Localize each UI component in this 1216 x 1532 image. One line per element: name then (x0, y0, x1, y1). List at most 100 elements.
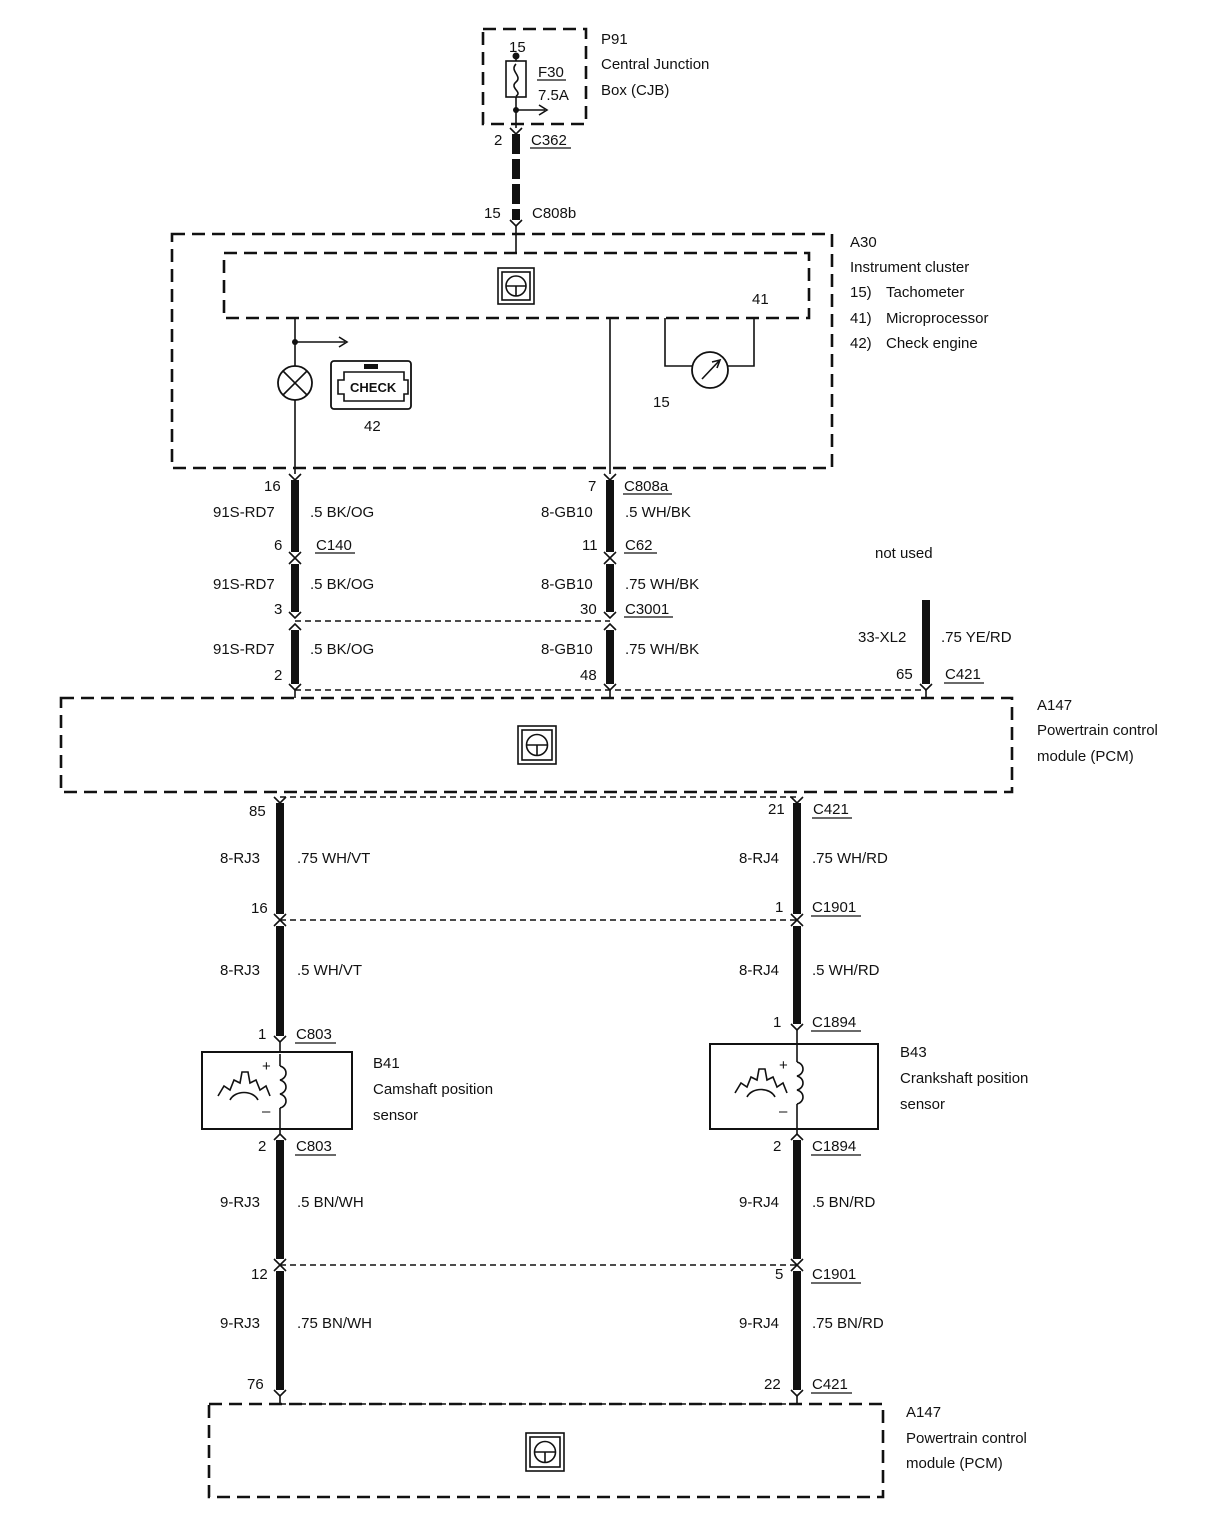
crank-circuit-1: 8-RJ4 (739, 850, 779, 867)
left-pin-2: 2 (274, 667, 282, 684)
cam-circuit-3: 9-RJ3 (220, 1194, 260, 1211)
connector-c1901-a: C1901 (812, 899, 856, 916)
cam-wire-3: .5 BN/WH (297, 1194, 364, 1211)
crank-plus-sign: + (779, 1057, 788, 1074)
cam-circuit-2: 8-RJ3 (220, 962, 260, 979)
check-engine-text: CHECK (350, 380, 397, 395)
cam-wire-2: .5 WH/VT (297, 962, 362, 979)
p91-name-line2: Box (CJB) (601, 82, 669, 99)
micro-ref: 41 (752, 291, 769, 308)
sensor-coil-icon (796, 1044, 804, 1128)
cam-pin-85: 85 (249, 803, 266, 820)
cam-pin-16: 16 (251, 900, 268, 917)
p91-id: P91 (601, 31, 628, 48)
crank-pin-1a: 1 (775, 899, 783, 916)
right-pin-65: 65 (896, 666, 913, 683)
connector-c421-bottom: C421 (812, 1376, 848, 1393)
not-used-note: not used (875, 545, 933, 562)
connector-c3001: C3001 (625, 601, 669, 618)
pcm-top-icon (517, 725, 557, 765)
b41-name1: Camshaft position (373, 1081, 493, 1098)
reluctor-wheel-icon (217, 1071, 271, 1101)
cam-wire-1: .75 WH/VT (297, 850, 370, 867)
fuse-icon (505, 60, 527, 98)
left-pin-3: 3 (274, 601, 282, 618)
left-pin-16: 16 (264, 478, 281, 495)
pcm-bottom-icon (525, 1432, 565, 1472)
pcm-top-id: A147 (1037, 697, 1072, 714)
left-circuit-3: 91S-RD7 (213, 641, 275, 658)
microprocessor-icon (497, 267, 535, 305)
cam-pin-76: 76 (247, 1376, 264, 1393)
crank-circuit-3: 9-RJ4 (739, 1194, 779, 1211)
p91-central-junction-box: 15 F30 7.5A P91 Central Junction Box (CJ… (481, 27, 709, 128)
b41-id: B41 (373, 1055, 400, 1072)
legend-num-3: 42) (850, 335, 872, 352)
c808b-connector: C808b (532, 205, 576, 222)
left-circuit-2: 91S-RD7 (213, 576, 275, 593)
a147-pcm-bottom: A147 Powertrain control module (PCM) (207, 1402, 1027, 1499)
fuse-rating: 7.5A (538, 87, 569, 104)
left-wire-1: .5 BK/OG (310, 504, 374, 521)
legend-label-2: Microprocessor (886, 310, 989, 327)
b41-camshaft-sensor: + – B41 Camshaft position sensor (201, 1051, 493, 1130)
check-ref: 42 (364, 418, 381, 435)
legend-num-1: 15) (850, 284, 872, 301)
p91-name-line1: Central Junction (601, 56, 709, 73)
left-pin-6: 6 (274, 537, 282, 554)
b43-id: B43 (900, 1044, 927, 1061)
crank-wire-3: .5 BN/RD (812, 1194, 876, 1211)
crank-circuit-4: 9-RJ4 (739, 1315, 779, 1332)
legend-label-1: Tachometer (886, 284, 964, 301)
connector-c140: C140 (316, 537, 352, 554)
a147-pcm-top: A147 Powertrain control module (PCM) (59, 696, 1158, 794)
mid-circuit-1: 8-GB10 (541, 504, 593, 521)
right-circuit: 33-XL2 (858, 629, 906, 646)
connector-c421-crank: C421 (813, 801, 849, 818)
b43-name1: Crankshaft position (900, 1070, 1028, 1087)
legend-num-2: 41) (850, 310, 872, 327)
tachometer-icon (664, 318, 755, 389)
cam-pin-1: 1 (258, 1026, 266, 1043)
connector-c808a: C808a (624, 478, 669, 495)
crank-wire-2: .5 WH/RD (812, 962, 880, 979)
connector-c803-a: C803 (296, 1026, 332, 1043)
connector-c421-top: C421 (945, 666, 981, 683)
crank-pin-1b: 1 (773, 1014, 781, 1031)
cam-plus-sign: + (262, 1058, 271, 1075)
cam-minus-sign: – (262, 1103, 271, 1120)
a30-name: Instrument cluster (850, 259, 969, 276)
crank-wire-4: .75 BN/RD (812, 1315, 884, 1332)
c808b-pin: 15 (484, 205, 501, 222)
cam-circuit-1: 8-RJ3 (220, 850, 260, 867)
mid-circuit-2: 8-GB10 (541, 576, 593, 593)
pcm-bottom-name2: module (PCM) (906, 1455, 1003, 1472)
pcm-bottom-id: A147 (906, 1404, 941, 1421)
cam-wire-4: .75 BN/WH (297, 1315, 372, 1332)
reluctor-wheel-icon (734, 1068, 788, 1098)
lamp-icon (277, 365, 313, 401)
crankshaft-wire-chain: 21 C421 8-RJ4 .75 WH/RD 1 C1901 8-RJ4 .5… (739, 796, 888, 1404)
a30-instrument-cluster: 41 CHECK 42 15 A30 Instrument clus (170, 232, 989, 474)
right-wire: .75 YE/RD (941, 629, 1012, 646)
pcm-top-name2: module (PCM) (1037, 748, 1134, 765)
check-engine-icon: CHECK (330, 360, 412, 410)
connector-c803-b: C803 (296, 1138, 332, 1155)
crank-circuit-2: 8-RJ4 (739, 962, 779, 979)
mid-pin-30: 30 (580, 601, 597, 618)
left-wire-2: .5 BK/OG (310, 576, 374, 593)
pcm-bottom-name1: Powertrain control (906, 1430, 1027, 1447)
mid-pin-48: 48 (580, 667, 597, 684)
crank-wire-1: .75 WH/RD (812, 850, 888, 867)
cam-pin-2: 2 (258, 1138, 266, 1155)
wire-c362-c808b: 2 C362 15 C808b (484, 127, 576, 253)
left-wire-3: .5 BK/OG (310, 641, 374, 658)
crank-pin-5: 5 (775, 1266, 783, 1283)
mid-pin-11: 11 (582, 537, 598, 554)
b43-name2: sensor (900, 1096, 945, 1113)
mid-pin-7: 7 (588, 478, 596, 495)
connector-c1894-a: C1894 (812, 1014, 856, 1031)
tacho-ref: 15 (653, 394, 670, 411)
right-branch-wire: not used 33-XL2 .75 YE/RD 65 C421 (858, 545, 1012, 698)
